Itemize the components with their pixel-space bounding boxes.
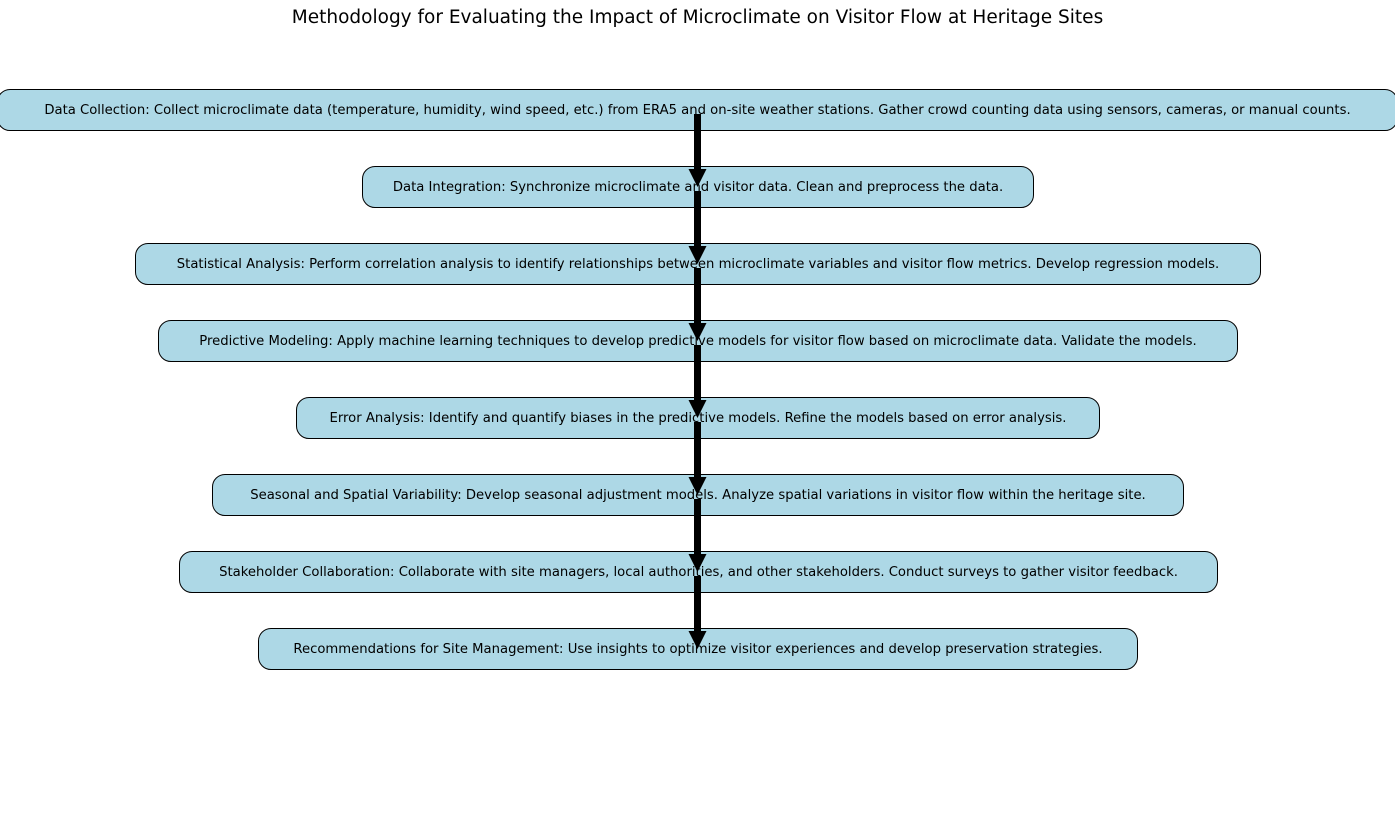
step-recommendations: Recommendations for Site Management: Use… xyxy=(258,628,1138,670)
diagram-title: Methodology for Evaluating the Impact of… xyxy=(291,7,1104,28)
step-seasonal-spatial-variability: Seasonal and Spatial Variability: Develo… xyxy=(212,474,1184,516)
step-error-analysis: Error Analysis: Identify and quantify bi… xyxy=(296,397,1100,439)
step-data-collection: Data Collection: Collect microclimate da… xyxy=(0,89,1395,131)
step-data-integration: Data Integration: Synchronize microclima… xyxy=(362,166,1034,208)
step-predictive-modeling: Predictive Modeling: Apply machine learn… xyxy=(158,320,1238,362)
step-statistical-analysis: Statistical Analysis: Perform correlatio… xyxy=(135,243,1261,285)
step-stakeholder-collaboration: Stakeholder Collaboration: Collaborate w… xyxy=(179,551,1218,593)
